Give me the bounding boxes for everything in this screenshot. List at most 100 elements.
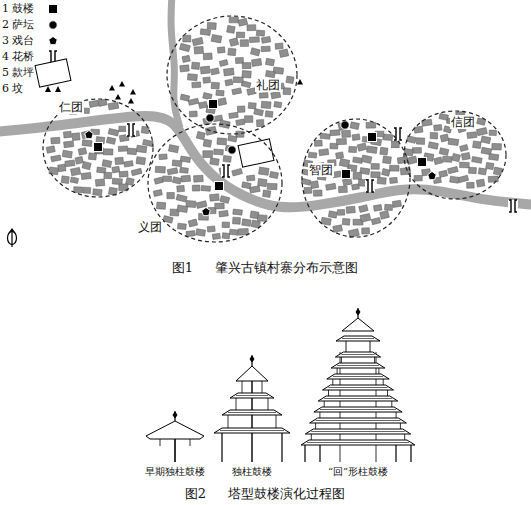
- house: [154, 177, 163, 184]
- house: [382, 168, 390, 176]
- eave: [314, 407, 402, 412]
- house: [124, 161, 133, 167]
- house: [275, 43, 283, 49]
- house: [377, 177, 386, 184]
- house: [256, 30, 264, 36]
- house: [106, 137, 115, 144]
- house: [353, 157, 363, 164]
- zone-name: 信团: [450, 115, 476, 129]
- house: [473, 141, 482, 149]
- bridge-symbol: [508, 200, 518, 212]
- house: [108, 128, 119, 136]
- house: [63, 131, 71, 138]
- house: [488, 176, 498, 182]
- house: [196, 131, 205, 139]
- house: [223, 68, 234, 76]
- house: [238, 228, 248, 235]
- house: [472, 156, 483, 163]
- house: [112, 166, 120, 173]
- drum-tower-symbol: [209, 100, 218, 109]
- house: [360, 213, 371, 222]
- house: [263, 190, 271, 197]
- house: [371, 163, 379, 169]
- house: [102, 160, 112, 168]
- house: [481, 136, 491, 144]
- house: [196, 229, 206, 236]
- house: [177, 185, 185, 192]
- house: [245, 116, 253, 123]
- house: [367, 146, 378, 153]
- drawing-label: 早期独柱鼓楼: [144, 465, 206, 479]
- house: [450, 176, 459, 183]
- house: [320, 133, 330, 139]
- house: [259, 93, 268, 98]
- house: [196, 201, 207, 209]
- house: [373, 205, 381, 212]
- house: [228, 135, 237, 142]
- house: [51, 137, 60, 144]
- house: [242, 182, 251, 189]
- house: [478, 168, 486, 175]
- house: [136, 145, 147, 153]
- drum-tower-symbol: [342, 170, 351, 179]
- house: [232, 88, 242, 95]
- house: [259, 167, 270, 175]
- drum-tower-symbol: [94, 143, 103, 152]
- house: [391, 141, 399, 148]
- legend-text: 4 花桥: [2, 50, 35, 64]
- house: [98, 99, 107, 106]
- house: [265, 111, 273, 118]
- house: [153, 190, 162, 197]
- single-pillar-tower: [214, 355, 290, 462]
- eave: [310, 418, 407, 423]
- label-holder: 图2 塔型鼓楼演化过程图: [184, 485, 347, 503]
- house: [75, 156, 83, 164]
- zone-name: 义团: [137, 220, 163, 234]
- houses: [46, 17, 502, 239]
- house: [72, 133, 80, 141]
- legend-row: 2 萨坛: [2, 18, 35, 32]
- drum-tower-drawings: [146, 308, 415, 462]
- house: [200, 66, 210, 74]
- house: [448, 166, 459, 173]
- house: [352, 184, 360, 190]
- dashed-boundary: [43, 99, 153, 197]
- house: [210, 194, 220, 201]
- house: [211, 68, 220, 75]
- house: [182, 55, 190, 62]
- label-holder: 图1 肇兴古镇村寨分布示意图: [171, 259, 360, 277]
- eave: [335, 352, 380, 357]
- zone-name: 智团: [308, 163, 334, 177]
- house: [188, 98, 199, 105]
- house: [352, 134, 360, 141]
- house: [203, 93, 212, 100]
- eave: [336, 336, 380, 341]
- river: [0, 0, 531, 207]
- house: [414, 126, 423, 133]
- house: [448, 138, 459, 145]
- house: [203, 53, 212, 60]
- house: [192, 82, 201, 88]
- house: [265, 70, 275, 77]
- house: [233, 217, 241, 224]
- house: [349, 146, 357, 152]
- community-zone: 礼团: [166, 15, 298, 135]
- house: [492, 143, 502, 150]
- house: [283, 88, 291, 95]
- community-zone: 智团: [301, 118, 411, 238]
- house: [242, 71, 251, 78]
- house: [222, 233, 230, 239]
- legend-row: 4 花桥: [2, 50, 35, 64]
- house: [361, 155, 372, 163]
- house: [229, 112, 239, 118]
- grave-symbol: [45, 86, 61, 92]
- house: [458, 175, 469, 182]
- square-symbol: [238, 139, 274, 167]
- house: [232, 168, 243, 176]
- eave: [222, 410, 282, 415]
- house: [180, 167, 189, 173]
- house: [414, 175, 422, 180]
- house: [265, 58, 274, 66]
- stage-symbol: [428, 172, 437, 180]
- house: [89, 100, 99, 107]
